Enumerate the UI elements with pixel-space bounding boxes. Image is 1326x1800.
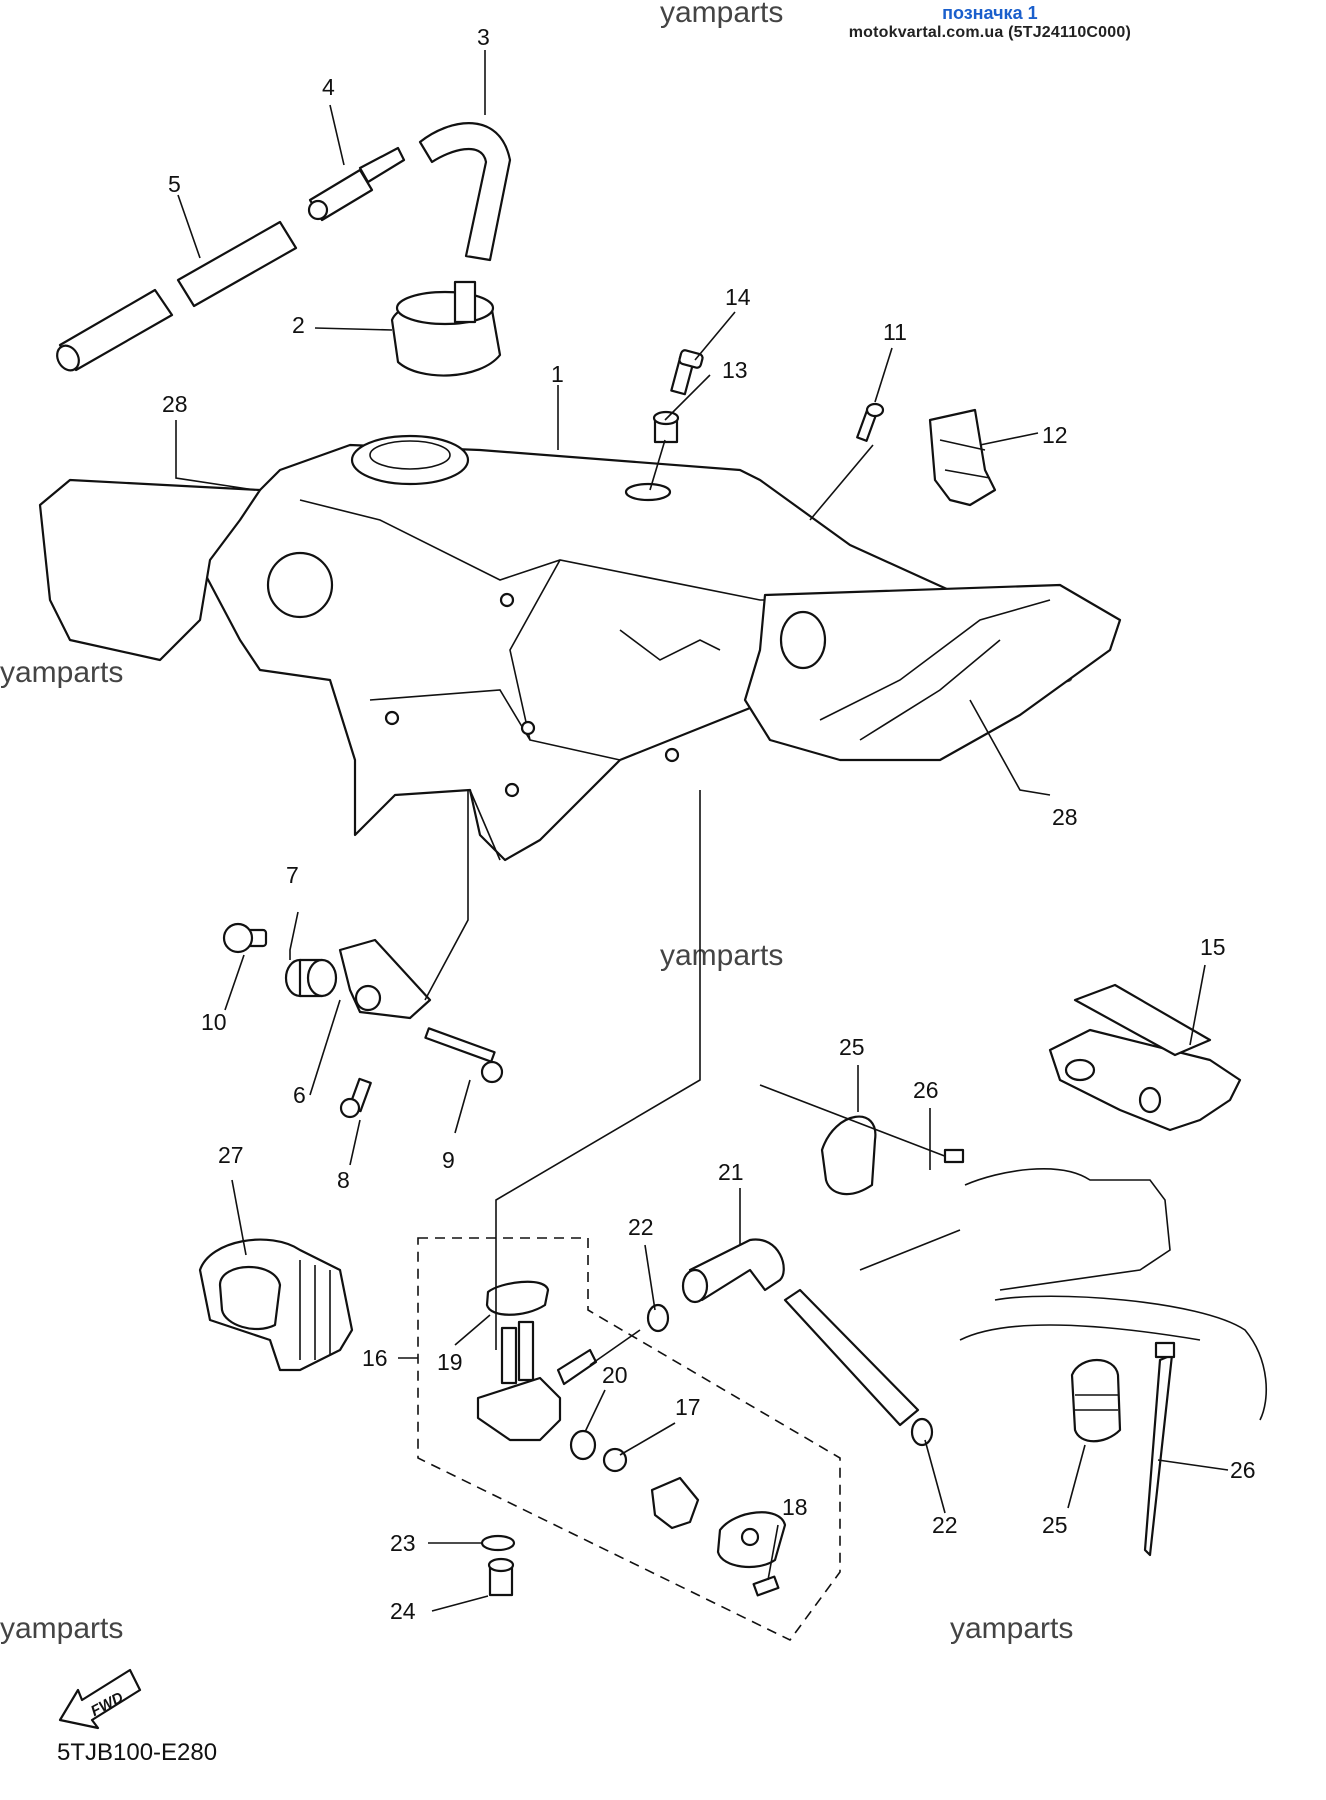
diagram-code: 5TJB100-E280 — [57, 1739, 218, 1766]
header-label: позначка 1 — [942, 3, 1038, 23]
joint-4 — [307, 146, 406, 222]
callout-numbers: 1 2 3 4 5 6 7 8 9 10 11 12 13 14 15 16 1… — [162, 24, 1256, 1624]
header-tag: позначка 1 motokvartal.com.ua (5TJ24110C… — [849, 3, 1131, 42]
header-source: motokvartal.com.ua (5TJ24110C000) — [848, 24, 1131, 41]
fuel-hose-21 — [681, 1238, 920, 1427]
fuel-cock-assembly-box — [417, 1237, 841, 1642]
o-ring-20 — [569, 1429, 597, 1461]
bolt-14 — [670, 349, 704, 396]
filler-cap-2 — [390, 280, 502, 377]
callout-9: 9 — [442, 1147, 455, 1173]
clip-12 — [928, 408, 997, 507]
bracket-15 — [1048, 983, 1242, 1132]
filter-19 — [485, 1280, 550, 1316]
callout-25: 25 — [839, 1034, 865, 1060]
screw-11 — [856, 402, 885, 442]
callout-27: 27 — [218, 1142, 244, 1168]
lever-part — [650, 1476, 700, 1530]
callout-4: 4 — [322, 74, 335, 100]
leader-lines — [175, 50, 1229, 1612]
callout-13: 13 — [722, 357, 748, 383]
callout-28b: 28 — [1052, 804, 1078, 830]
callout-3: 3 — [477, 24, 490, 50]
callout-16: 16 — [362, 1345, 388, 1371]
strap-25-upper — [820, 1115, 877, 1196]
callout-2: 2 — [292, 312, 305, 338]
callout-20: 20 — [602, 1362, 628, 1388]
tie-26-upper — [759, 1084, 965, 1164]
callout-22b: 22 — [932, 1512, 958, 1538]
clip-22-b — [910, 1417, 934, 1447]
callout-1: 1 — [551, 361, 564, 387]
collar-13 — [652, 410, 680, 444]
bracket-6 — [338, 938, 432, 1020]
callout-10: 10 — [201, 1009, 227, 1035]
bolt-9 — [424, 1027, 504, 1084]
watermark-left: yamparts — [0, 656, 123, 689]
side-cover-28-right — [619, 583, 1122, 762]
watermark-bottom-left: yamparts — [0, 1612, 123, 1645]
callout-6: 6 — [293, 1082, 306, 1108]
callout-15: 15 — [1200, 934, 1226, 960]
callout-12: 12 — [1042, 422, 1068, 448]
strap-25-lower — [1070, 1359, 1122, 1443]
fuel-cock-16 — [476, 1320, 598, 1442]
breather-hose-3 — [418, 122, 512, 262]
breather-hose-5 — [56, 220, 298, 372]
callout-14: 14 — [725, 284, 751, 310]
bolt-24 — [487, 1557, 515, 1597]
callout-26b: 26 — [1230, 1457, 1256, 1483]
callout-19: 19 — [437, 1349, 463, 1375]
callout-11: 11 — [883, 319, 907, 345]
plate-18 — [716, 1511, 787, 1597]
bolt-10 — [222, 922, 268, 954]
watermark-top: yamparts — [660, 0, 783, 29]
callout-7: 7 — [286, 862, 299, 888]
tie-26-lower — [1143, 1341, 1176, 1557]
callout-5: 5 — [168, 171, 181, 197]
cover-27 — [198, 1238, 354, 1372]
callout-18: 18 — [782, 1494, 808, 1520]
bolt-8 — [339, 1077, 372, 1119]
callout-8: 8 — [337, 1167, 350, 1193]
watermark-center: yamparts — [660, 939, 783, 972]
callout-23: 23 — [390, 1530, 416, 1556]
callout-24: 24 — [390, 1598, 416, 1624]
callout-22: 22 — [628, 1214, 654, 1240]
washer-23 — [480, 1534, 516, 1552]
callout-26: 26 — [913, 1077, 939, 1103]
callout-25b: 25 — [1042, 1512, 1068, 1538]
clip-22-a — [646, 1303, 670, 1333]
o-ring-17 — [602, 1447, 628, 1473]
callout-17: 17 — [675, 1394, 701, 1420]
callout-28: 28 — [162, 391, 188, 417]
side-cover-28-left — [38, 478, 262, 662]
fwd-arrow: FWD — [58, 1668, 142, 1730]
callout-21: 21 — [718, 1159, 744, 1185]
watermark-bottom-right: yamparts — [950, 1612, 1073, 1645]
frame-section — [859, 1168, 1268, 1421]
damper-7 — [284, 958, 338, 998]
